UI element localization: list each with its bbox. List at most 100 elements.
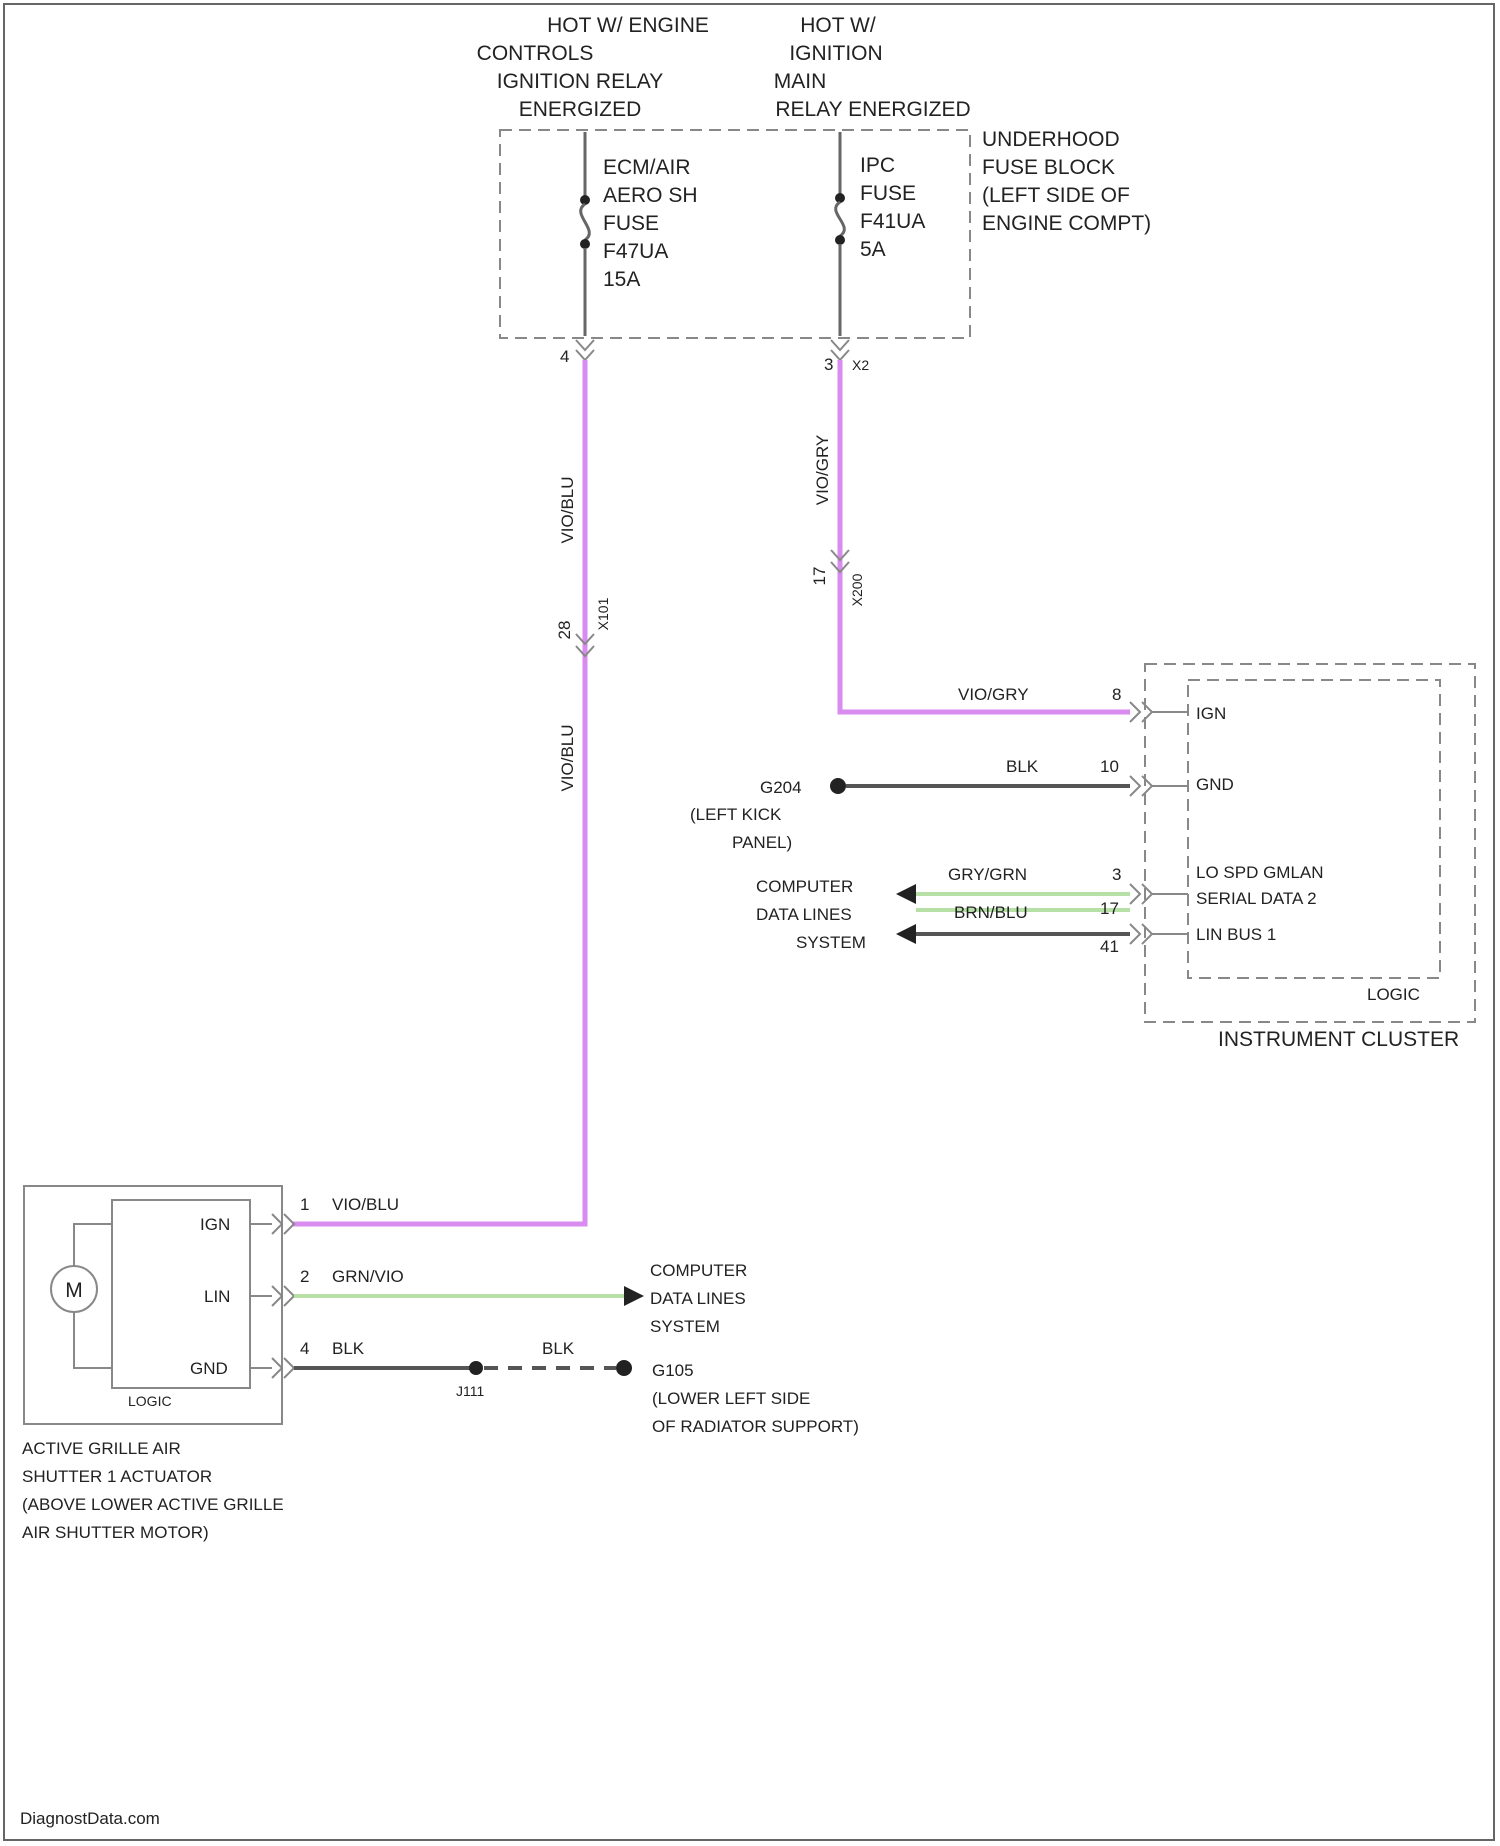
wire-label-left-upper: VIO/BLU [558,476,577,543]
power-source-right-label: HOT W/ IGNITION MAIN RELAY ENERGIZED [774,14,971,121]
cluster-wire-label-gry-grn: GRY/GRN [948,865,1027,884]
fuse-block-label: UNDERHOOD FUSE BLOCK (LEFT SIDE OF ENGIN… [982,128,1151,235]
actuator-wire-label-4: BLK [332,1339,365,1358]
svg-text:F47UA: F47UA [603,240,668,263]
ground-g105-id: G105 [652,1361,694,1380]
svg-text:IGNITION RELAY: IGNITION RELAY [497,70,663,93]
svg-text:AIR SHUTTER MOTOR): AIR SHUTTER MOTOR) [22,1523,209,1542]
actuator-pin-1: 1 [300,1195,309,1214]
instrument-cluster-label: INSTRUMENT CLUSTER [1218,1028,1459,1051]
cluster-pin-lin: 41 [1100,937,1119,956]
svg-text:RELAY ENERGIZED: RELAY ENERGIZED [775,98,970,121]
ground-g105-location-2: OF RADIATOR SUPPORT) [652,1417,859,1436]
svg-text:CONTROLS: CONTROLS [477,42,594,65]
actuator-wire-label-2: GRN/VIO [332,1267,404,1286]
wire-label-right-upper: VIO/GRY [813,435,832,506]
svg-text:4: 4 [560,347,569,366]
fuse-right: IPC FUSE F41UA 5A [835,132,925,336]
instrument-cluster-outline [1145,664,1475,1022]
actuator-data-lines-arrow [624,1286,644,1306]
cluster-pin-lo-spd: 3 [1112,865,1121,884]
cluster-connector-ign [1130,702,1188,722]
svg-text:FUSE: FUSE [860,182,916,205]
actuator-function-ign: IGN [200,1215,230,1234]
actuator-function-gnd: GND [190,1359,228,1378]
ground-g105-location-1: (LOWER LEFT SIDE [652,1389,810,1408]
power-source-left-label: HOT W/ ENGINE CONTROLS IGNITION RELAY EN… [477,14,709,121]
fuse-block-outline [500,130,970,338]
cluster-function-serial: SERIAL DATA 2 [1196,889,1317,908]
svg-text:17: 17 [810,567,829,586]
svg-text:ENGINE COMPT): ENGINE COMPT) [982,212,1151,235]
svg-text:X200: X200 [849,573,865,606]
svg-text:IPC: IPC [860,154,895,177]
cluster-function-gnd: GND [1196,775,1234,794]
svg-text:ACTIVE GRILLE AIR: ACTIVE GRILLE AIR [22,1439,181,1458]
ground-g204-location-1: (LEFT KICK [690,805,782,824]
svg-text:(LEFT SIDE OF: (LEFT SIDE OF [982,184,1130,207]
actuator-pin-2: 2 [300,1267,309,1286]
svg-text:AERO SH: AERO SH [603,184,698,207]
instrument-cluster-logic-label: LOGIC [1367,985,1420,1004]
ground-g105-symbol [616,1360,632,1376]
cluster-connector-gnd [1130,776,1188,796]
svg-text:F41UA: F41UA [860,210,925,233]
ground-g204-id: G204 [760,778,802,797]
cluster-wire-label-brn-blu: BRN/BLU [954,903,1028,922]
data-lines-arrow-upper [896,884,916,904]
svg-text:X101: X101 [595,597,611,630]
fuse-left: ECM/AIR AERO SH FUSE F47UA 15A [580,132,698,336]
motor-symbol: M [51,1224,112,1368]
cluster-function-ign: IGN [1196,704,1226,723]
cluster-data-lines-label-1: COMPUTER [756,877,853,896]
svg-text:(ABOVE LOWER ACTIVE GRILLE: (ABOVE LOWER ACTIVE GRILLE [22,1495,284,1514]
actuator-wire-label-1: VIO/BLU [332,1195,399,1214]
svg-text:IGNITION: IGNITION [789,42,882,65]
footer-watermark: DiagnostData.com [20,1809,160,1828]
data-lines-arrow-lower [896,924,916,944]
svg-text:5A: 5A [860,238,886,261]
svg-text:UNDERHOOD: UNDERHOOD [982,128,1120,151]
cluster-wire-label-gnd: BLK [1006,757,1039,776]
actuator-function-lin: LIN [204,1287,230,1306]
svg-text:FUSE BLOCK: FUSE BLOCK [982,156,1115,179]
svg-text:X2: X2 [852,357,869,373]
wire-label-left-lower: VIO/BLU [558,724,577,791]
cluster-pin-serial: 17 [1100,899,1119,918]
wire-vio-gry-right [840,360,1130,712]
actuator-pin-4: 4 [300,1339,309,1358]
ground-g204-symbol [830,778,846,794]
cluster-function-lin: LIN BUS 1 [1196,925,1276,944]
svg-text:SHUTTER 1 ACTUATOR: SHUTTER 1 ACTUATOR [22,1467,212,1486]
fuse-block-connector-left: 4 [560,340,594,366]
actuator-connector-id: LOGIC [128,1393,172,1409]
svg-text:MAIN: MAIN [774,70,827,93]
splice-j111-label: J111 [456,1383,484,1399]
cluster-connector-data [1130,884,1188,944]
cluster-pin-ign: 8 [1112,685,1121,704]
ground-g204-location-2: PANEL) [732,833,792,852]
splice-j111 [469,1361,483,1375]
actuator-data-lines-label-3: SYSTEM [650,1317,720,1336]
cluster-wire-label-ign: VIO/GRY [958,685,1029,704]
fuse-block-connector-right: 3 X2 [824,340,869,374]
actuator-connectors [250,1214,294,1378]
cluster-data-lines-label-2: DATA LINES [756,905,852,924]
cluster-data-lines-label-3: SYSTEM [796,933,866,952]
actuator-label: ACTIVE GRILLE AIR SHUTTER 1 ACTUATOR (AB… [22,1439,284,1542]
svg-text:28: 28 [555,621,574,640]
cluster-pin-gnd: 10 [1100,757,1119,776]
actuator-data-lines-label-1: COMPUTER [650,1261,747,1280]
svg-text:3: 3 [824,355,833,374]
svg-text:15A: 15A [603,268,640,291]
svg-text:ENERGIZED: ENERGIZED [519,98,642,121]
page-border [4,4,1494,1840]
splice-ground-wire-label: BLK [542,1339,575,1358]
wire-vio-blu-left [292,360,585,1224]
svg-text:HOT W/ ENGINE: HOT W/ ENGINE [547,14,709,37]
svg-text:ECM/AIR: ECM/AIR [603,156,691,179]
svg-text:FUSE: FUSE [603,212,659,235]
actuator-data-lines-label-2: DATA LINES [650,1289,746,1308]
svg-text:HOT W/: HOT W/ [800,14,876,37]
